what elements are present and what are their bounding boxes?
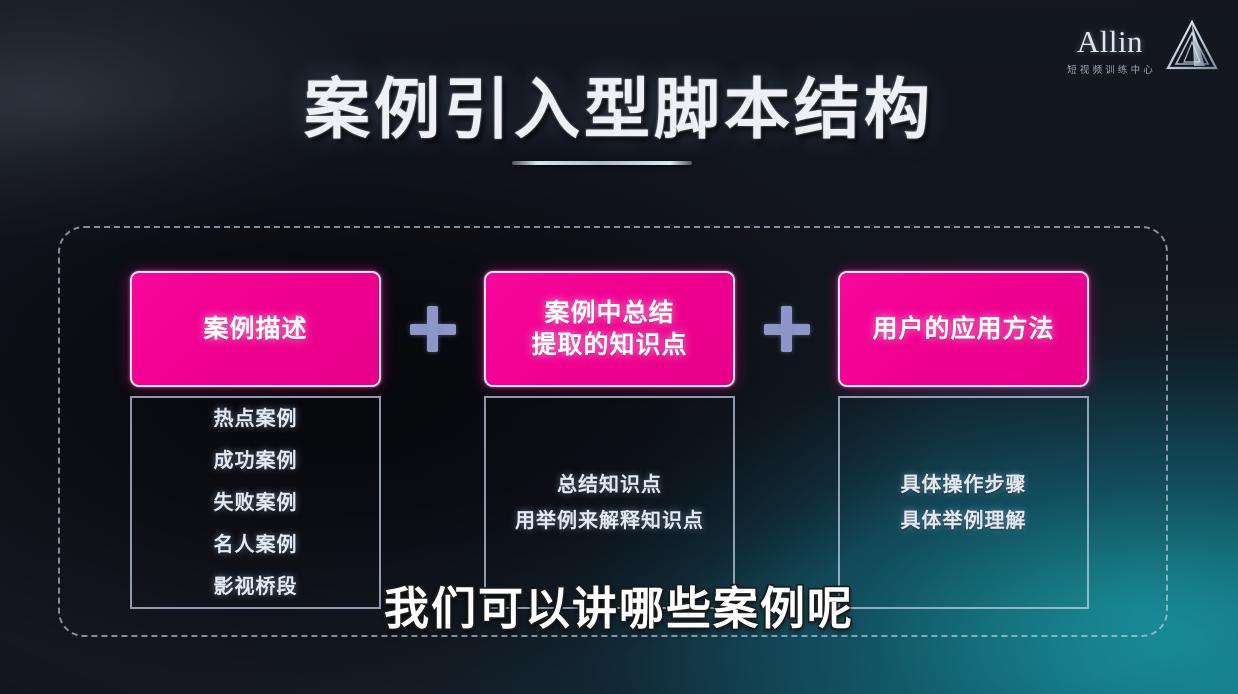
logo-subtitle: 短视频训练中心: [1067, 65, 1156, 76]
detail-list-application: 具体操作步骤 具体举例理解: [838, 396, 1089, 609]
list-item: 用举例来解释知识点: [515, 509, 704, 532]
stage-box-case-description[interactable]: 案例描述: [130, 271, 381, 387]
plus-operator-label: +: [786, 329, 787, 330]
diagram-column-3: 用户的应用方法 具体操作步骤 具体举例理解: [838, 271, 1089, 609]
structure-diagram: 案例描述 热点案例 成功案例 失败案例 名人案例 影视桥段 + 案例中总结 提取…: [130, 271, 1090, 609]
diagram-column-1: 案例描述 热点案例 成功案例 失败案例 名人案例 影视桥段: [130, 271, 381, 609]
video-subtitle-caption: 我们可以讲哪些案例呢: [383, 584, 854, 634]
stage-box-line: 用户的应用方法: [872, 314, 1055, 343]
stage-box-knowledge-points[interactable]: 案例中总结 提取的知识点: [484, 271, 735, 387]
diagram-frame: [58, 226, 1168, 637]
list-item: 名人案例: [213, 533, 298, 556]
stage-box-line: 案例描述: [203, 314, 308, 343]
list-item: 成功案例: [213, 449, 298, 472]
stage-box-label: 用户的应用方法: [872, 313, 1054, 346]
triangle-logo-icon: [1166, 19, 1218, 70]
plus-operator-1: +: [381, 271, 484, 387]
logo-wordmark: Allin: [1076, 24, 1144, 59]
logo-text-group: Allin 短视频训练中心: [1064, 18, 1156, 76]
detail-list-knowledge: 总结知识点 用举例来解释知识点: [484, 396, 735, 609]
stage-box-line: 案例中总结: [544, 298, 675, 327]
stage-box-label: 案例中总结 提取的知识点: [531, 297, 687, 362]
slide-title: 案例引入型脚本结构: [304, 72, 934, 146]
list-item: 失败案例: [213, 491, 298, 514]
plus-operator-label: +: [432, 329, 433, 330]
list-item: 总结知识点: [557, 473, 662, 496]
stage-box-line: 提取的知识点: [531, 331, 688, 359]
list-item: 具体举例理解: [900, 509, 1027, 532]
diagram-column-2: 案例中总结 提取的知识点 总结知识点 用举例来解释知识点: [484, 271, 735, 609]
stage-box-label: 案例描述: [203, 313, 307, 346]
brand-logo: Allin 短视频训练中心: [1064, 18, 1220, 76]
detail-list-case-types: 热点案例 成功案例 失败案例 名人案例 影视桥段: [130, 396, 381, 609]
list-item: 影视桥段: [213, 575, 298, 598]
title-underline-rule: [512, 161, 692, 165]
list-item: 热点案例: [213, 407, 298, 430]
stage-box-user-application[interactable]: 用户的应用方法: [838, 271, 1089, 387]
list-item: 具体操作步骤: [900, 473, 1027, 496]
plus-operator-2: +: [735, 271, 838, 387]
